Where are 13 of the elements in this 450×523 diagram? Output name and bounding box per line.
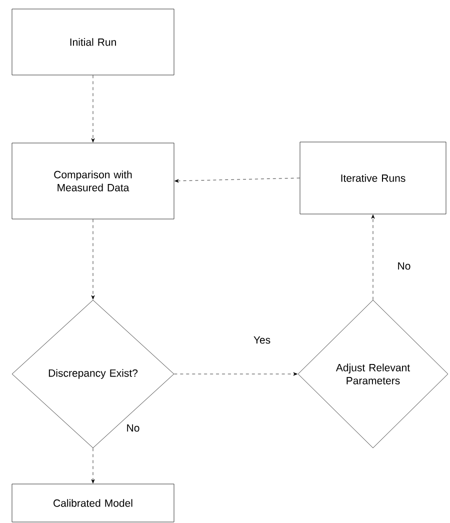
arrow [91, 448, 95, 484]
edge-label: Yes [252, 335, 272, 345]
process-box: Comparison with Measured Data [12, 142, 174, 220]
arrow [91, 219, 95, 300]
arrow [91, 75, 95, 142]
arrow [174, 178, 300, 183]
edge-label: No [125, 423, 141, 433]
process-box: Calibrated Model [12, 484, 174, 522]
edge-label: No [396, 261, 412, 271]
arrow [371, 214, 375, 300]
process-box: Iterative Runs [300, 142, 446, 214]
arrow [174, 372, 298, 376]
process-box: Initial Run [12, 8, 174, 76]
